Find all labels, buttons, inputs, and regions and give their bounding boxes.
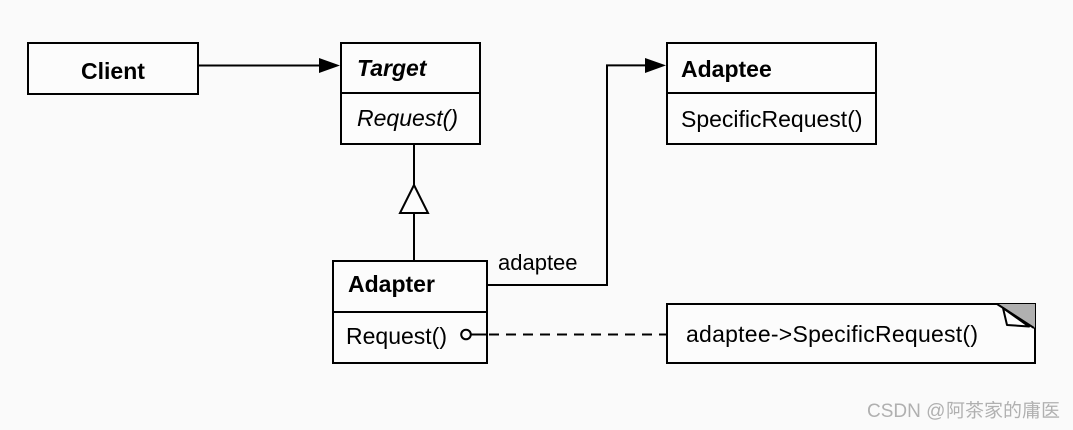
svg-text:CSDN @: CSDN @ bbox=[867, 401, 945, 422]
